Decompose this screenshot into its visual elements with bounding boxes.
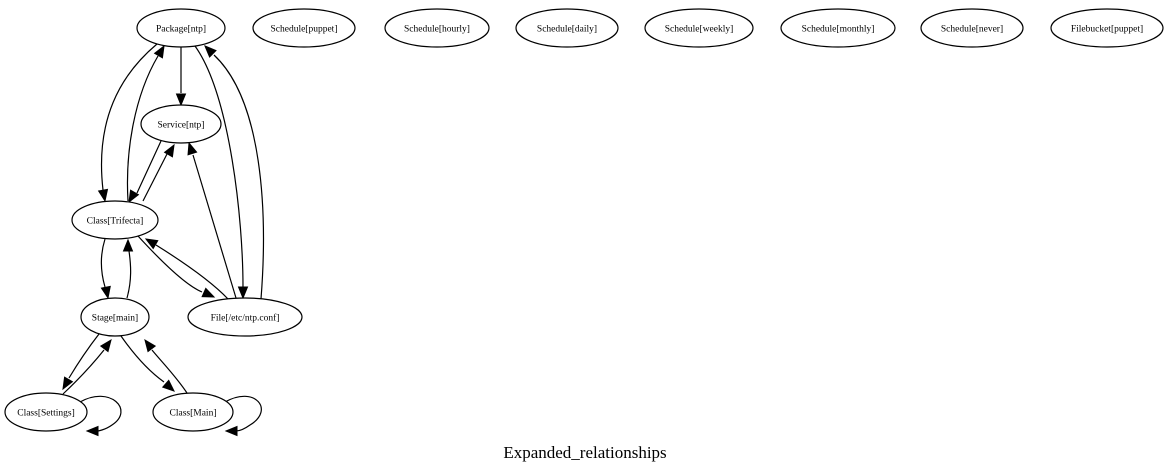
node-label: Schedule[puppet] [270, 25, 337, 35]
arrowhead-icon [62, 376, 74, 391]
edge-file-ntp-conf-to-service-ntp [187, 141, 237, 299]
node-label: Schedule[weekly] [665, 25, 734, 35]
edge-line [126, 55, 159, 202]
arrowhead-icon [163, 143, 175, 158]
node-label: Schedule[never] [941, 25, 1003, 35]
edge-class-trifecta-to-stage-main [100, 238, 111, 300]
edge-file-ntp-conf-to-class-trifecta [144, 238, 229, 300]
arrowhead-icon [201, 287, 216, 298]
edge-line [224, 395, 262, 432]
edge-package-ntp-to-file-ntp-conf [194, 45, 249, 300]
edge-class-main-to-class-main [224, 395, 262, 437]
node-schedule-never: Schedule[never] [920, 8, 1024, 48]
arrowhead-icon [99, 338, 112, 353]
node-schedule-hourly: Schedule[hourly] [384, 8, 490, 48]
edge-package-ntp-to-service-ntp [175, 47, 187, 107]
node-package-ntp: Package[ntp] [136, 8, 226, 48]
node-ellipse [515, 8, 619, 48]
node-label: Schedule[monthly] [802, 25, 875, 35]
arrowhead-icon [97, 188, 109, 203]
edge-class-settings-to-stage-main [62, 338, 112, 395]
node-schedule-puppet: Schedule[puppet] [252, 8, 356, 48]
edge-line [68, 333, 100, 379]
node-ellipse [71, 200, 159, 240]
edge-line [100, 43, 158, 191]
arrowhead-icon [85, 425, 99, 437]
edge-line [194, 45, 244, 288]
edge-service-ntp-to-class-trifecta [128, 140, 162, 204]
node-ellipse [152, 392, 234, 432]
arrowhead-icon [144, 338, 157, 353]
edge-line [137, 235, 203, 293]
graph-caption: Expanded_relationships [503, 443, 666, 462]
arrowhead-icon [122, 238, 134, 252]
node-ellipse [140, 104, 222, 144]
node-ellipse [1050, 8, 1164, 48]
node-label: Stage[main] [92, 314, 138, 324]
edge-stage-main-to-class-trifecta [122, 238, 134, 299]
arrowhead-icon [144, 238, 159, 250]
node-stage-main: Stage[main] [80, 297, 150, 337]
node-file-ntp-conf: File[/etc/ntp.conf] [187, 297, 303, 337]
edge-line [192, 154, 237, 299]
edge-line [142, 153, 168, 202]
node-label: Class[Main] [170, 409, 217, 419]
node-filebucket-puppet: Filebucket[puppet] [1050, 8, 1164, 48]
node-schedule-monthly: Schedule[monthly] [780, 8, 896, 48]
edge-line [136, 140, 162, 194]
node-service-ntp: Service[ntp] [140, 104, 222, 144]
edge-class-settings-to-class-settings [79, 395, 122, 437]
edge-class-trifecta-to-file-ntp-conf [137, 235, 216, 298]
edge-line [126, 250, 132, 299]
arrowhead-icon [224, 425, 238, 437]
node-label: File[/etc/ntp.conf] [211, 313, 280, 324]
edge-class-trifecta-to-package-ntp [126, 44, 165, 202]
node-class-settings: Class[Settings] [4, 392, 88, 432]
edge-stage-main-to-class-main [120, 335, 175, 392]
arrowhead-icon [161, 379, 175, 392]
node-label: Schedule[hourly] [404, 25, 470, 35]
node-class-trifecta: Class[Trifecta] [71, 200, 159, 240]
node-label: Service[ntp] [158, 121, 205, 131]
node-class-main: Class[Main] [152, 392, 234, 432]
edge-line [62, 349, 105, 395]
edge-file-ntp-conf-to-package-ntp [204, 45, 265, 300]
edge-line [213, 54, 265, 300]
edge-class-main-to-stage-main [144, 338, 188, 394]
edges [62, 43, 265, 437]
node-ellipse [920, 8, 1024, 48]
node-ellipse [136, 8, 226, 48]
node-schedule-daily: Schedule[daily] [515, 8, 619, 48]
node-ellipse [187, 297, 303, 337]
edge-line [100, 238, 106, 288]
node-ellipse [80, 297, 150, 337]
edge-stage-main-to-class-settings [62, 333, 100, 391]
node-label: Filebucket[puppet] [1071, 25, 1143, 35]
edge-class-trifecta-to-service-ntp [142, 143, 175, 202]
node-label: Class[Trifecta] [87, 216, 144, 227]
node-ellipse [252, 8, 356, 48]
node-ellipse [4, 392, 88, 432]
arrowhead-icon [128, 189, 140, 204]
arrowhead-icon [100, 285, 111, 300]
edge-line [120, 335, 165, 383]
nodes: Package[ntp] Service[ntp] Class[Trifecta] S… [4, 8, 1164, 432]
edge-line [151, 349, 188, 394]
node-schedule-weekly: Schedule[weekly] [644, 8, 754, 48]
arrowhead-icon [153, 44, 165, 59]
node-label: Class[Settings] [17, 409, 75, 419]
arrowhead-icon [237, 286, 249, 300]
node-label: Package[ntp] [156, 25, 206, 35]
node-ellipse [780, 8, 896, 48]
node-label: Schedule[daily] [537, 25, 597, 35]
arrowhead-icon [187, 141, 198, 156]
edge-line [155, 244, 229, 300]
edge-line [79, 395, 122, 432]
node-ellipse [644, 8, 754, 48]
edge-package-ntp-to-class-trifecta [97, 43, 158, 203]
arrowhead-icon [204, 45, 217, 58]
node-ellipse [384, 8, 490, 48]
arrowhead-icon [175, 93, 187, 107]
